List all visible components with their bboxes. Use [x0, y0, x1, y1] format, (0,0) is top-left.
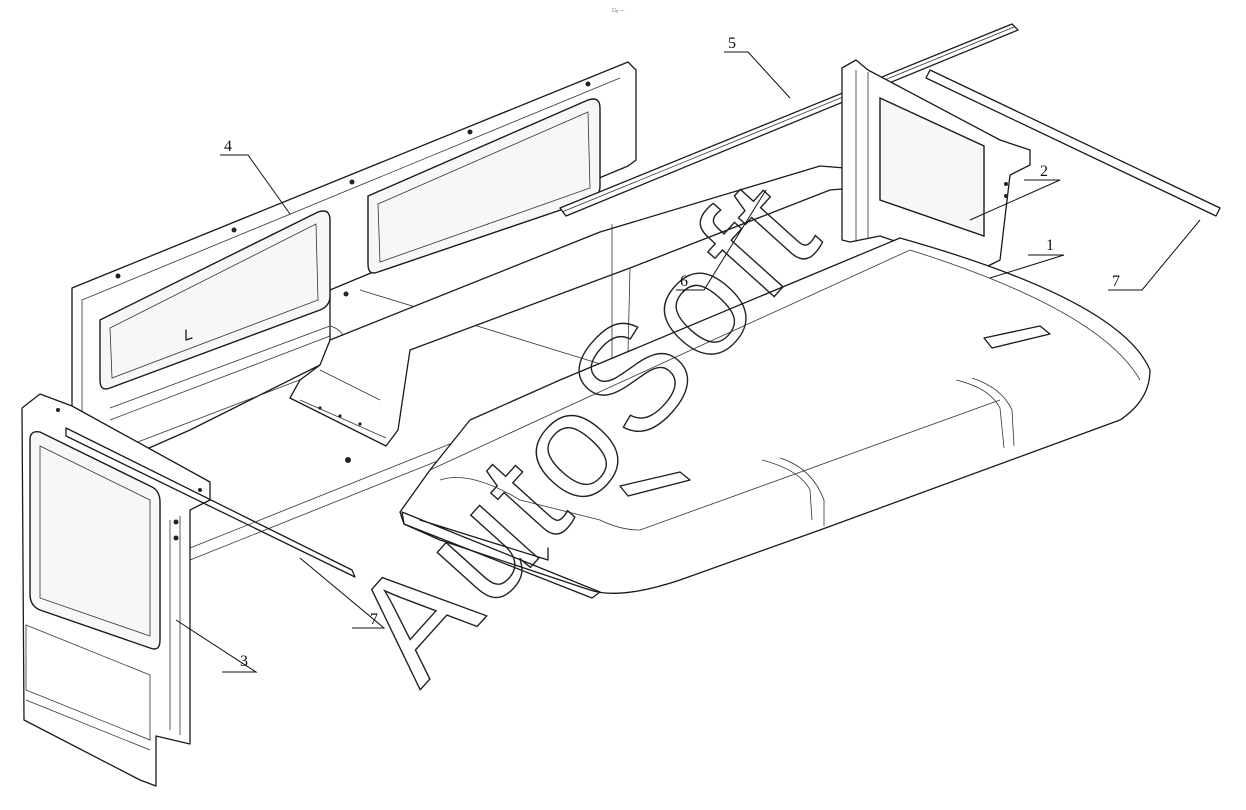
- part-3-front-panel: [21, 393, 211, 787]
- part-1-roof: [399, 237, 1151, 599]
- callout-7-right: 7: [1108, 219, 1201, 291]
- callout-6: 6: [676, 189, 767, 291]
- part-2-rear-wall: [841, 59, 1031, 271]
- callout-2: 2: [969, 163, 1061, 221]
- svg-text:5: 5: [728, 35, 736, 52]
- callout-4: 4: [220, 138, 291, 215]
- callout-7-left: 7: [299, 557, 386, 629]
- svg-text:7: 7: [370, 611, 378, 628]
- callout-1: 1: [989, 237, 1065, 279]
- svg-text:7: 7: [1112, 273, 1120, 290]
- callout-5: 5: [724, 35, 791, 99]
- svg-text:2: 2: [1040, 163, 1048, 180]
- part-7-right-strip: [925, 69, 1221, 217]
- floor-seam: [129, 289, 621, 561]
- svg-text:4: 4: [224, 138, 232, 155]
- svg-text:3: 3: [240, 653, 248, 670]
- svg-text:6: 6: [680, 273, 688, 290]
- part-7-left-strip: [65, 427, 356, 578]
- header-mark: □₀ ∙∙∙: [612, 8, 625, 14]
- part-4-left-side-wall: [71, 61, 637, 471]
- svg-text:1: 1: [1046, 237, 1054, 254]
- callout-3: 3: [175, 619, 258, 673]
